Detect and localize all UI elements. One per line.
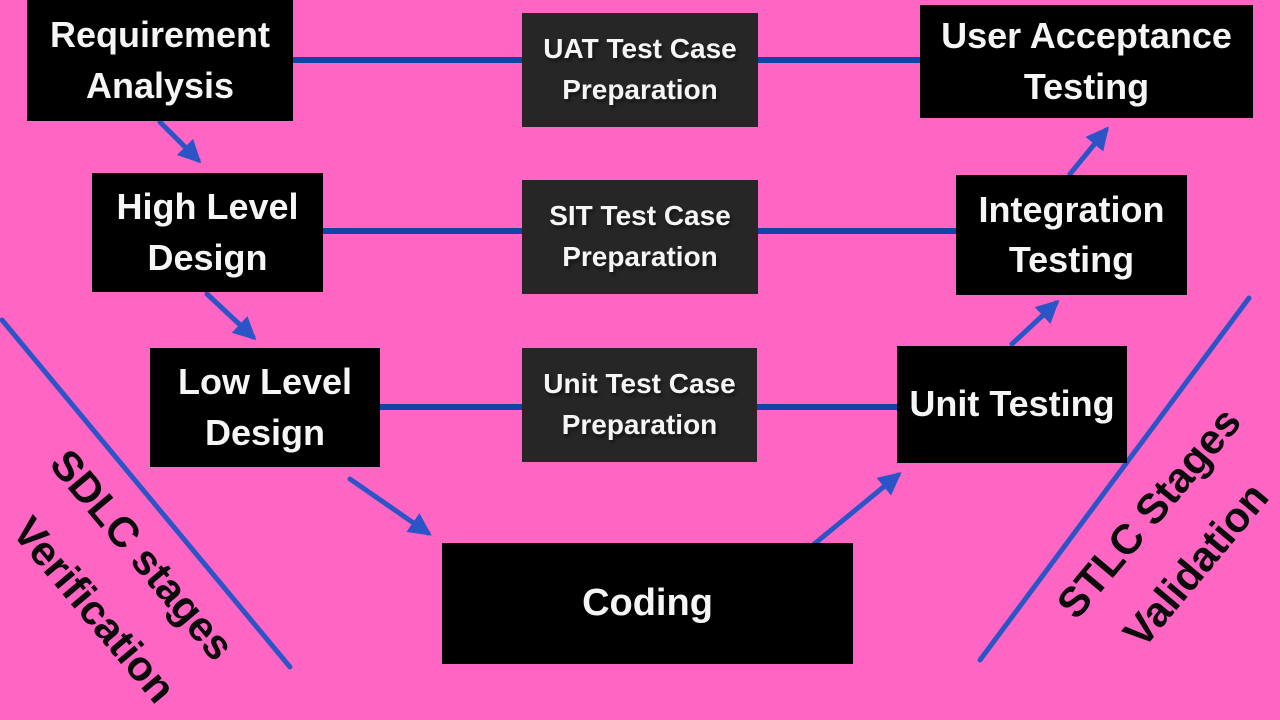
- box-low-level-design: Low Level Design: [150, 348, 380, 467]
- right-diagonal-line: [977, 295, 1252, 663]
- box-label-line: Analysis: [85, 64, 235, 106]
- box-label-line: Requirement: [49, 14, 271, 56]
- box-sit-test-case-preparation: SIT Test Case Preparation: [522, 180, 758, 294]
- box-integration-testing: Integration Testing: [956, 175, 1187, 295]
- box-user-acceptance-testing: User Acceptance Testing: [920, 5, 1253, 118]
- box-high-level-design: High Level Design: [92, 173, 323, 292]
- box-label-line: Preparation: [562, 241, 718, 272]
- arrow-coding-to-unit-testing: [810, 472, 902, 548]
- box-label-line: Unit Test Case: [543, 368, 736, 400]
- box-label-line: Preparation: [561, 409, 718, 440]
- box-label-line: Coding: [582, 581, 713, 624]
- arrow-requirement-to-hld: [157, 119, 202, 164]
- box-coding: Coding: [442, 543, 853, 664]
- box-label-line: Design: [147, 236, 268, 278]
- box-label-line: Testing: [1023, 65, 1150, 107]
- box-label-line: Integration: [978, 188, 1165, 230]
- arrow-unit-to-integration: [1009, 299, 1060, 347]
- box-uat-test-case-preparation: UAT Test Case Preparation: [522, 13, 758, 127]
- box-label-line: Low Level: [177, 361, 353, 403]
- left-diagonal-line: [0, 317, 293, 670]
- box-requirement-analysis: Requirement Analysis: [27, 0, 293, 121]
- box-unit-test-case-preparation: Unit Test Case Preparation: [522, 348, 757, 462]
- arrow-hld-to-lld: [204, 291, 257, 341]
- box-label-line: User Acceptance: [941, 15, 1232, 57]
- box-unit-testing: Unit Testing: [897, 346, 1127, 463]
- box-label-line: Testing: [1008, 239, 1135, 280]
- box-label-line: High Level: [116, 186, 299, 228]
- box-label-line: SIT Test Case: [549, 200, 731, 232]
- box-label-line: UAT Test Case: [543, 33, 737, 65]
- box-label-line: Design: [204, 411, 326, 453]
- box-label-line: Unit Testing: [909, 383, 1115, 425]
- arrow-lld-to-coding: [347, 476, 432, 536]
- box-label-line: Preparation: [562, 74, 718, 105]
- arrow-integration-to-uat: [1067, 126, 1109, 177]
